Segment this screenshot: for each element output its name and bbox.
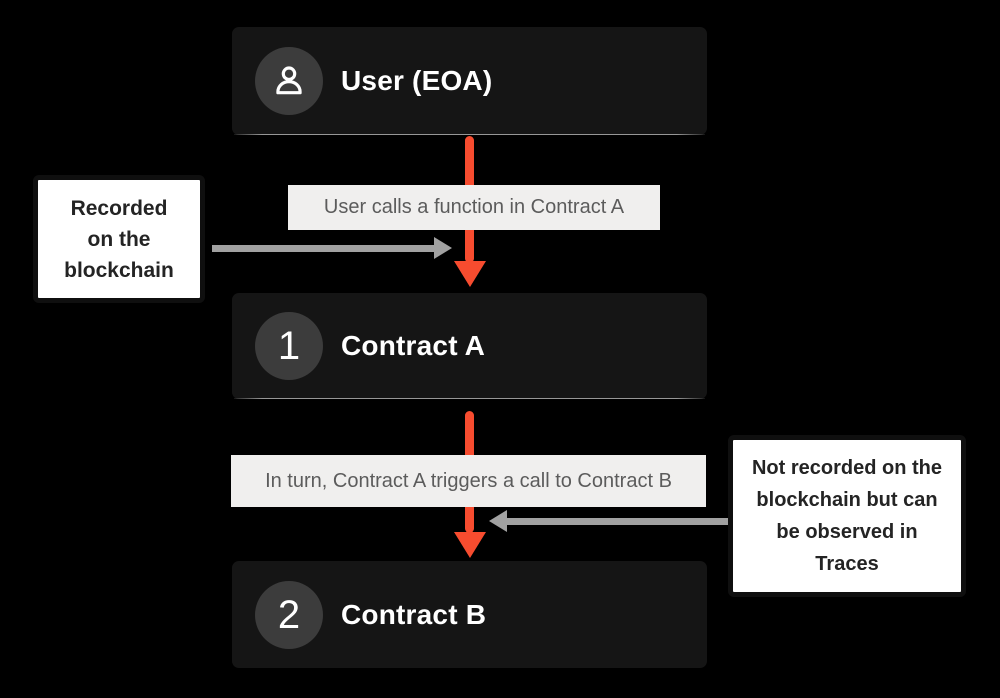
gray-arrow-left-head-icon bbox=[434, 237, 452, 259]
gray-arrow-right-line bbox=[507, 518, 728, 525]
node-title: User (EOA) bbox=[341, 65, 493, 96]
gray-arrow-right-head-icon bbox=[489, 510, 507, 532]
annotation-text-line: Traces bbox=[815, 553, 879, 575]
node-contract-a: 1 Contract A bbox=[232, 293, 707, 399]
flow-arrow-2-head-icon bbox=[454, 532, 486, 558]
annotation-text-line: blockchain bbox=[64, 258, 174, 282]
node-title: Contract B bbox=[341, 598, 487, 630]
annotation-text-line: be observed in bbox=[776, 521, 918, 543]
annotation-recorded-on-blockchain: Recorded on the blockchain bbox=[33, 175, 205, 303]
node-user-eoa: User (EOA) bbox=[232, 27, 707, 135]
annotation-text-line: Not recorded on the bbox=[751, 457, 942, 479]
annotation-text-line: Recorded bbox=[70, 196, 168, 220]
edge-label-user-calls-contract-a: User calls a function in Contract A bbox=[288, 185, 660, 230]
annotation-text-line: blockchain but can bbox=[756, 489, 938, 511]
node-title: Contract A bbox=[341, 330, 486, 361]
user-icon bbox=[255, 47, 323, 115]
step-1-badge: 1 bbox=[255, 312, 323, 380]
edge-label-contract-a-calls-contract-b: In turn, Contract A triggers a call to C… bbox=[231, 455, 706, 507]
annotation-observed-in-traces: Not recorded on the blockchain but can b… bbox=[728, 435, 966, 597]
step-2-badge: 2 bbox=[255, 580, 323, 649]
annotation-text-line: on the bbox=[87, 227, 151, 251]
node-contract-b: 2 Contract B bbox=[232, 561, 707, 668]
gray-arrow-left-line bbox=[212, 245, 435, 252]
flow-arrow-1-head-icon bbox=[454, 261, 486, 287]
